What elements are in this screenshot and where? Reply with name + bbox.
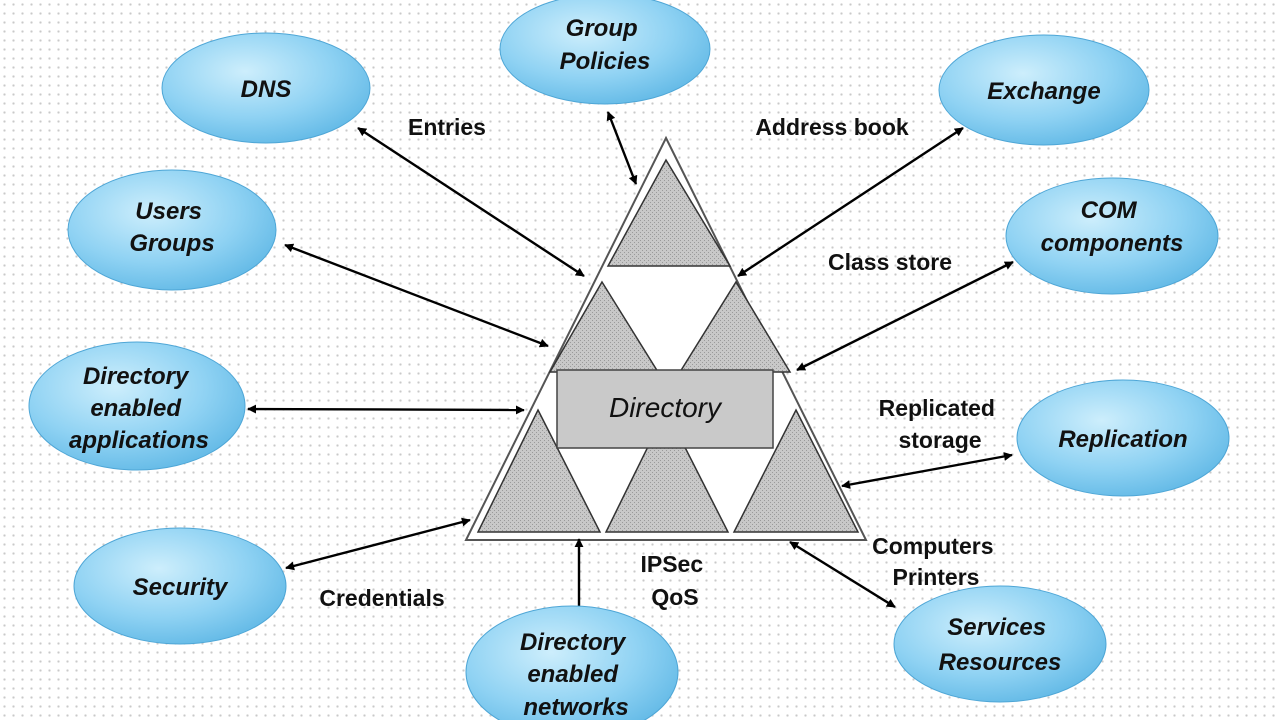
edge-group-policies [606,111,638,185]
triangle-segment-top [606,158,732,267]
edge-label-ipsec-qos: IPSec QoS [640,551,709,610]
edge-labels: Entries Address book Class store Replica… [319,114,1002,611]
node-dns: DNS [161,32,371,144]
directory-triangle: Directory [464,135,868,541]
node-services-resources: Services Resources [893,585,1107,703]
triangle-segment-lower-left [476,408,602,533]
edge-replication [841,452,1013,489]
edge-label-address-book: Address book [755,114,909,140]
edge-label-class-store: Class store [828,249,952,275]
edge-exchange [737,126,964,278]
edge-label-computers-printers: Computers Printers [872,533,1000,590]
node-security-label: Security [133,574,229,601]
node-directory-enabled-applications: Directory enabled applications [28,341,246,471]
edge-label-credentials: Credentials [319,585,444,611]
node-services-resources-label: Services Resources [939,614,1062,676]
node-com-components-label: COM components [1041,197,1184,257]
node-directory-enabled-networks: Directory enabled networks [465,605,679,720]
node-users-groups-label: Users Groups [129,198,214,257]
edge-com-components [796,260,1014,372]
edge-label-entries: Entries [408,114,486,140]
edge-directory-enabled-applications [247,404,525,415]
edges [247,111,1014,615]
node-group-policies: Group Policies [499,0,711,105]
directory-label: Directory [609,392,723,423]
triangle-segment-lower-right [732,408,860,533]
node-group-policies-label: Group Policies [560,15,651,75]
node-com-components: COM components [1005,177,1219,295]
edge-security [285,517,471,571]
node-directory-enabled-networks-label: Directory enabled networks [520,629,632,720]
node-directory-enabled-applications-label: Directory enabled applications [69,363,209,454]
node-replication: Replication [1016,379,1230,497]
edge-services-resources [789,540,896,609]
edge-dns [357,126,585,278]
edge-label-replicated-storage: Replicated storage [879,395,1002,453]
directory-box [556,369,774,449]
node-dns-label: DNS [241,76,292,103]
node-exchange: Exchange [938,34,1150,146]
node-users-groups: Users Groups [67,169,277,291]
node-replication-label: Replication [1058,426,1187,453]
edge-users-groups [284,243,549,348]
node-exchange-label: Exchange [987,78,1100,105]
triangle-segment-lower-middle [604,408,730,533]
node-security: Security [73,527,287,645]
